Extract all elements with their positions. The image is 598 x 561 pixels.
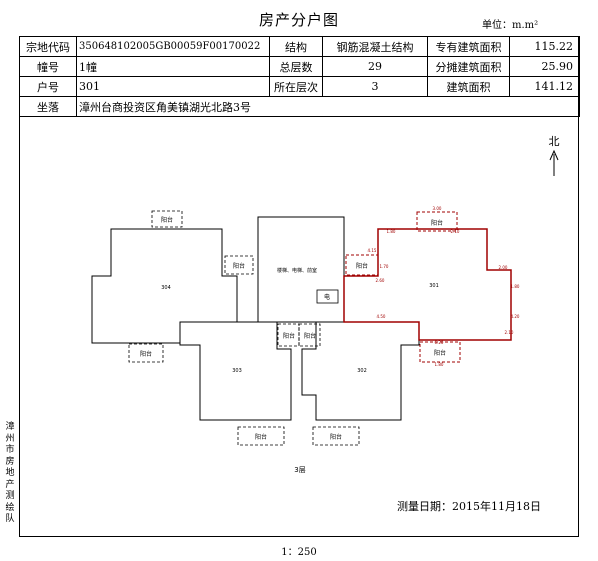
page-title: 房产分户图	[258, 11, 339, 29]
balcony-label: 阳台	[304, 332, 316, 340]
balcony-301-north	[416, 211, 458, 232]
room-301-label: 301	[429, 283, 439, 289]
info-row-4: 坐落 漳州台商投资区角美镇湖光北路3号	[19, 96, 580, 117]
building-area-value: 141.12	[509, 76, 580, 97]
balcony-1	[151, 210, 183, 228]
survey-date: 测量日期：2015年11月18日	[397, 500, 541, 513]
surveyor-char: 州	[5, 433, 15, 444]
building-area-label: 建筑面积	[427, 76, 510, 97]
dimension-label: 6.20	[435, 340, 444, 345]
room-303-label: 303	[232, 368, 242, 374]
dimension-label: 1.80	[511, 284, 520, 289]
balcony-label: 阳台	[330, 433, 342, 441]
electric-label: 电	[324, 293, 330, 301]
scale-label: 1：250	[281, 547, 317, 558]
surveyor-char: 测	[5, 491, 15, 501]
balcony-label: 阳台	[356, 262, 368, 270]
dimension-label: 2.10	[505, 330, 514, 335]
floor-plan: 北 304 303 302 楼梯、电梯、前室 电 301 阳台 阳台 阳台 阳台…	[91, 135, 560, 474]
dimension-label: 3.00	[433, 206, 442, 211]
balcony-6	[237, 426, 285, 446]
balcony-label: 阳台	[140, 350, 152, 358]
info-row-3: 户号 301 所在层次 3 建筑面积 141.12	[19, 76, 580, 97]
balcony-7	[312, 426, 360, 446]
room-302-label: 302	[357, 368, 367, 374]
unit-302-outline	[301, 321, 420, 421]
balcony-label: 阳台	[161, 216, 173, 224]
surveyor-char: 漳	[5, 422, 15, 432]
balcony-2	[224, 255, 254, 275]
core-label: 楼梯、电梯、前室	[277, 267, 317, 274]
dimension-label: 1.80	[435, 362, 444, 367]
location-value: 漳州台商投资区角美镇湖光北路3号	[76, 96, 580, 117]
shared-area-value: 25.90	[509, 56, 580, 77]
dimension-label: 2.60	[376, 278, 385, 283]
balcony-label: 阳台	[283, 332, 295, 340]
floor-label: 3层	[294, 466, 305, 474]
total-floors-label: 总层数	[269, 56, 323, 77]
unit-301-outline	[343, 228, 512, 341]
surveyor-char: 队	[5, 514, 15, 524]
dimension-label: 2.10	[451, 229, 460, 234]
location-label: 坐落	[19, 96, 77, 117]
balcony-3	[128, 343, 164, 363]
info-table: 宗地代码 350648102005GB00059F00170022 结构 钢筋混…	[19, 36, 580, 117]
dimension-label: 1.70	[380, 264, 389, 269]
balcony-301-west	[345, 254, 379, 276]
surveyor-char: 产	[5, 479, 15, 490]
dimension-label: 1.80	[387, 229, 396, 234]
balcony-5	[298, 323, 321, 347]
electric-room	[316, 289, 339, 304]
north-label: 北	[549, 135, 560, 148]
balcony-label: 阳台	[233, 262, 245, 270]
dimension-label: 4.20	[511, 314, 520, 319]
balcony-label: 阳台	[431, 219, 443, 227]
surveyor-char: 房	[5, 456, 15, 467]
unit-label: 单位：m.m²	[482, 20, 539, 31]
room-304-label: 304	[161, 285, 171, 291]
surveyor-char: 地	[5, 468, 15, 478]
dimension-label: 4.50	[377, 314, 386, 319]
dimension-label: 2.00	[499, 265, 508, 270]
balcony-label: 阳台	[434, 349, 446, 357]
balcony-301-south	[419, 341, 461, 363]
north-arrow-icon	[549, 149, 559, 176]
surveyor-char: 绘	[5, 502, 15, 513]
unit-303-outline	[179, 321, 292, 421]
surveyor-vertical-label: 漳 州 市 房 地 产 测 绘 队	[4, 422, 16, 526]
info-row-1: 宗地代码 350648102005GB00059F00170022 结构 钢筋混…	[19, 36, 580, 57]
dimension-label: 4.15	[368, 248, 377, 253]
balcony-label: 阳台	[255, 433, 267, 441]
surveyor-char: 市	[5, 445, 15, 455]
